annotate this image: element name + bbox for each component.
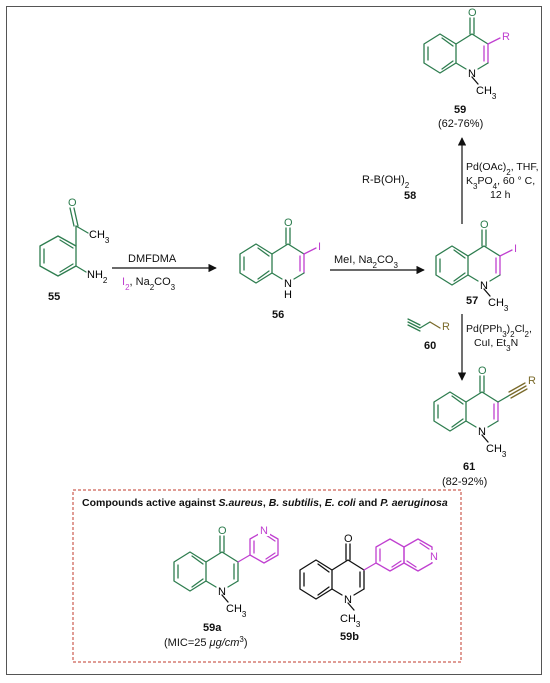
activity-title: Compounds active against S.aureus, B. su… [82,497,448,509]
c59-r-group: R [502,31,510,43]
c57-iodine: I [514,243,517,255]
reagent-i2-na2co3: I2, Na2CO3 [122,276,176,292]
c59a-nitrogen: N [218,586,226,598]
compound-56: O I N H 56 [239,217,321,321]
c56-nitrogen: N [284,278,292,290]
compound-59a: N O N CH3 59a (MIC=25 μg/cm3) [164,524,279,650]
c61-label: 61 [463,461,475,473]
c59-nitrogen: N [468,68,476,80]
c56-label: 56 [272,309,284,321]
c57-methyl: CH3 [488,297,509,313]
reagent-boronic-acid: R-B(OH)2 [362,174,410,190]
c59b-quinoline-n: N [430,551,438,563]
c61-yield: (82-92%) [442,476,487,488]
c57-oxygen: O [480,219,489,231]
c59a-label: 59a [203,622,222,634]
activity-box [72,489,462,663]
c61-r-group: R [528,375,536,387]
compound-55: O CH3 NH2 55 [39,197,110,303]
reagent-mei: MeI, Na2CO3 [334,254,398,270]
c57-label: 57 [466,295,478,307]
c55-methyl: CH3 [89,229,110,245]
suzuki-line3: 12 h [490,189,511,201]
c59-yield: (62-76%) [438,118,483,130]
c61-nitrogen: N [478,426,486,438]
c61-methyl: CH3 [486,443,507,459]
c59a-mic-note: (MIC=25 μg/cm3) [164,635,248,650]
c55-amine: NH2 [87,269,108,285]
c59b-methyl: CH3 [340,613,361,629]
compound-59b: N O N CH3 59b [299,533,440,643]
alkyne-r-group: R [442,321,450,333]
c59a-oxygen: O [218,525,227,537]
c59b-oxygen: O [344,533,353,545]
reagent-dmfdma: DMFDMA [128,253,177,265]
c56-oxygen: O [284,217,293,229]
figure-frame [6,6,542,675]
reagent-alkyne-60: R 60 [407,318,450,352]
c59a-methyl: CH3 [226,603,247,619]
compound-57: O I N CH3 57 [435,219,517,313]
c57-nitrogen: N [480,280,488,292]
c59b-nitrogen: N [344,594,352,606]
c59b-label: 59b [340,631,359,643]
compound-61: O R N CH3 61 (82-92%) [433,365,536,488]
c59-oxygen: O [468,7,477,19]
reagent-60-label: 60 [424,340,436,352]
sonogashira-line1: Pd(PPh3)2Cl2, [466,323,532,339]
c59a-pyridine-n: N [260,525,268,537]
compound-59: O R N CH3 59 (62-76%) [423,7,510,130]
c56-hydrogen: H [284,289,292,301]
c59-label: 59 [454,104,466,116]
c55-label: 55 [48,291,60,303]
c55-oxygen: O [68,197,77,209]
suzuki-line1: Pd(OAc)2, THF, [466,161,539,177]
c59-methyl: CH3 [476,85,497,101]
c61-oxygen: O [478,365,487,377]
reagent-58-label: 58 [404,190,416,202]
c56-iodine: I [318,241,321,253]
sonogashira-line2: CuI, Et3N [474,337,518,353]
suzuki-line2: K3PO4, 60 ° C, [466,175,535,191]
